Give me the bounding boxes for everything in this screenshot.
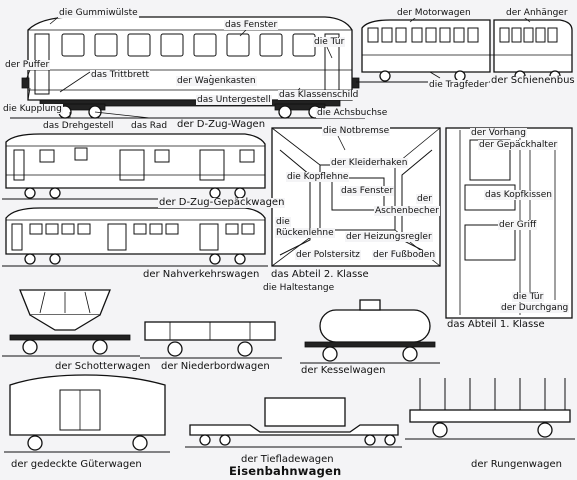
label-drehgestell: das Drehgestell	[42, 121, 115, 131]
gueterwagen-drawing	[4, 374, 170, 453]
label-gepaeckwagen: der D-Zug-Gepäckwagen	[158, 197, 286, 208]
label-haltestange: die Haltestange	[262, 283, 336, 293]
label-rad: das Rad	[130, 121, 169, 131]
label-kleiderhaken: der Kleiderhaken	[330, 158, 409, 168]
label-griff: der Griff	[498, 220, 538, 230]
label-nahverkehrswagen: der Nahverkehrswagen	[142, 269, 261, 280]
nahverkehrswagen-drawing	[2, 207, 268, 267]
label-rungenwagen: der Rungenwagen	[470, 459, 563, 470]
label-kesselwagen: der Kesselwagen	[300, 365, 387, 376]
label-fussboden: der Fußboden	[372, 250, 437, 260]
label-niederbordwagen: der Niederbordwagen	[160, 361, 271, 372]
label-anhaenger: der Anhänger	[505, 8, 569, 18]
label-tiefladewagen: der Tiefladewagen	[240, 454, 335, 465]
tiefladewagen-drawing	[185, 397, 402, 448]
label-trittbrett: das Trittbrett	[90, 70, 151, 80]
label-durchgang: der Durchgang	[500, 303, 570, 313]
label-kopfkissen: das Kopfkissen	[484, 190, 553, 200]
label-die-tuer: die Tür	[512, 292, 545, 302]
label-fenster: das Fenster	[224, 20, 279, 30]
label-tragfeder: die Tragfeder	[428, 80, 490, 90]
label-motorwagen: der Motorwagen	[396, 8, 472, 18]
label-heizungsregler: der Heizungsregler	[345, 232, 433, 242]
abteil-2-klasse-drawing	[271, 127, 441, 267]
label-fenster-abteil: das Fenster	[340, 186, 395, 196]
label-kopflehne: die Kopflehne	[286, 172, 350, 182]
label-gueterwagen: der gedeckte Güterwagen	[10, 459, 143, 470]
label-rueckenlehne: Rückenlehne	[275, 228, 335, 238]
gepaeckwagen-drawing	[2, 133, 268, 200]
label-d-zug-wagen: der D-Zug-Wagen	[176, 119, 267, 130]
label-kupplung: die Kupplung	[2, 104, 63, 114]
label-achsbuchse: die Achsbuchse	[316, 108, 389, 118]
label-der: der	[416, 194, 433, 204]
d-zug-wagen-drawing	[10, 13, 365, 119]
label-tuer: die Tür	[313, 37, 346, 47]
label-untergestell: das Untergestell	[196, 95, 272, 105]
rungenwagen-drawing	[405, 378, 575, 440]
label-abteil-1-klasse: das Abteil 1. Klasse	[446, 319, 546, 330]
kesselwagen-drawing	[300, 299, 440, 364]
label-aschenbecher: Aschenbecher	[374, 206, 440, 216]
label-schienenbus: der Schienenbus	[490, 75, 576, 86]
label-notbremse: die Notbremse	[322, 126, 391, 136]
label-puffer: der Puffer	[4, 60, 51, 70]
diagram-title: Eisenbahnwagen	[228, 464, 343, 478]
label-vorhang: der Vorhang	[470, 128, 527, 138]
label-gummiwuelste: die Gummiwülste	[58, 8, 139, 18]
label-klassenschild: das Klassenschild	[278, 90, 360, 100]
niederbordwagen-drawing	[140, 321, 282, 359]
label-die: die	[275, 217, 291, 227]
label-schotterwagen: der Schotterwagen	[54, 361, 152, 372]
schotterwagen-drawing	[2, 289, 140, 357]
label-abteil-2-klasse: das Abteil 2. Klasse	[270, 269, 370, 280]
schienenbus-drawing	[356, 13, 576, 83]
label-gepaeckhalter: der Gepäckhalter	[478, 140, 559, 150]
label-wagenkasten: der Wagenkasten	[176, 76, 257, 86]
label-polstersitz: der Polstersitz	[295, 250, 361, 260]
